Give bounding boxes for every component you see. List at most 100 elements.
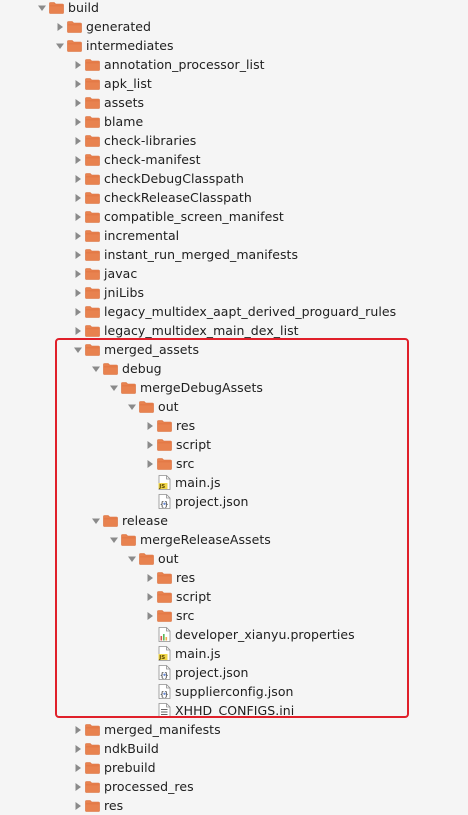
collapsed-arrow-icon[interactable]: [71, 112, 85, 131]
tree-folder-res[interactable]: res: [0, 416, 468, 435]
tree-folder-script[interactable]: script: [0, 435, 468, 454]
tree-file-supplierconfig-json[interactable]: {} supplierconfig.json: [0, 682, 468, 701]
collapsed-arrow-icon[interactable]: [143, 416, 157, 435]
collapsed-arrow-icon[interactable]: [143, 435, 157, 454]
tree-item-label: project.json: [175, 665, 249, 680]
tree-folder-check-libraries[interactable]: check-libraries: [0, 131, 468, 150]
collapsed-arrow-icon[interactable]: [143, 587, 157, 606]
tree-file-project-json[interactable]: {} project.json: [0, 492, 468, 511]
folder-icon: [85, 210, 100, 223]
expanded-arrow-icon[interactable]: [125, 549, 139, 568]
collapsed-arrow-icon[interactable]: [143, 606, 157, 625]
tree-folder-src[interactable]: src: [0, 606, 468, 625]
tree-folder-release[interactable]: release: [0, 511, 468, 530]
tree-item-label: ndkBuild: [104, 741, 159, 756]
tree-folder-apk-list[interactable]: apk_list: [0, 74, 468, 93]
collapsed-arrow-icon[interactable]: [71, 188, 85, 207]
tree-item-label: instant_run_merged_manifests: [104, 247, 299, 262]
tree-item-label: debug: [122, 361, 162, 376]
collapsed-arrow-icon[interactable]: [71, 93, 85, 112]
folder-icon: [85, 77, 100, 90]
expanded-arrow-icon[interactable]: [89, 511, 103, 530]
tree-folder-legacy-multidex-main-dex-list[interactable]: legacy_multidex_main_dex_list: [0, 321, 468, 340]
tree-folder-legacy-multidex-aapt-derived-proguard-rules[interactable]: legacy_multidex_aapt_derived_proguard_ru…: [0, 302, 468, 321]
folder-icon: [85, 723, 100, 736]
tree-file-main-js[interactable]: JS main.js: [0, 473, 468, 492]
tree-folder-blame[interactable]: blame: [0, 112, 468, 131]
folder-icon: [103, 514, 118, 527]
folder-icon: [67, 20, 82, 33]
collapsed-arrow-icon[interactable]: [143, 568, 157, 587]
tree-folder-merged-assets[interactable]: merged_assets: [0, 340, 468, 359]
tree-item-label: merged_assets: [104, 342, 200, 357]
collapsed-arrow-icon[interactable]: [71, 226, 85, 245]
collapsed-arrow-icon[interactable]: [71, 321, 85, 340]
tree-item-label: prebuild: [104, 760, 156, 775]
tree-file-main-js[interactable]: JS main.js: [0, 644, 468, 663]
json-file-icon: {}: [158, 494, 171, 509]
tree-item-label: legacy_multidex_aapt_derived_proguard_ru…: [104, 304, 397, 319]
collapsed-arrow-icon[interactable]: [71, 55, 85, 74]
collapsed-arrow-icon[interactable]: [71, 245, 85, 264]
json-file-icon: {}: [158, 684, 171, 699]
tree-folder-compatible-screen-manifest[interactable]: compatible_screen_manifest: [0, 207, 468, 226]
collapsed-arrow-icon[interactable]: [53, 17, 67, 36]
tree-folder-assets[interactable]: assets: [0, 93, 468, 112]
expanded-arrow-icon[interactable]: [35, 0, 49, 17]
collapsed-arrow-icon[interactable]: [71, 74, 85, 93]
tree-folder-checkdebugclasspath[interactable]: checkDebugClasspath: [0, 169, 468, 188]
svg-text:JS: JS: [158, 655, 165, 661]
collapsed-arrow-icon[interactable]: [71, 207, 85, 226]
tree-folder-checkreleaseclasspath[interactable]: checkReleaseClasspath: [0, 188, 468, 207]
collapsed-arrow-icon[interactable]: [71, 758, 85, 777]
tree-folder-out[interactable]: out: [0, 549, 468, 568]
tree-folder-mergedebugassets[interactable]: mergeDebugAssets: [0, 378, 468, 397]
collapsed-arrow-icon[interactable]: [71, 796, 85, 815]
collapsed-arrow-icon[interactable]: [71, 131, 85, 150]
expanded-arrow-icon[interactable]: [71, 340, 85, 359]
collapsed-arrow-icon[interactable]: [71, 720, 85, 739]
tree-folder-processed-res[interactable]: processed_res: [0, 777, 468, 796]
tree-folder-intermediates[interactable]: intermediates: [0, 36, 468, 55]
tree-folder-res[interactable]: res: [0, 796, 468, 815]
tree-folder-incremental[interactable]: incremental: [0, 226, 468, 245]
expanded-arrow-icon[interactable]: [107, 530, 121, 549]
tree-item-label: compatible_screen_manifest: [104, 209, 284, 224]
folder-icon: [121, 533, 136, 546]
tree-folder-javac[interactable]: javac: [0, 264, 468, 283]
tree-item-label: javac: [104, 266, 138, 281]
collapsed-arrow-icon[interactable]: [71, 150, 85, 169]
expanded-arrow-icon[interactable]: [107, 378, 121, 397]
tree-folder-res[interactable]: res: [0, 568, 468, 587]
tree-item-label: incremental: [104, 228, 180, 243]
tree-file-project-json[interactable]: {} project.json: [0, 663, 468, 682]
tree-file-developer-xianyu-properties[interactable]: developer_xianyu.properties: [0, 625, 468, 644]
tree-folder-script[interactable]: script: [0, 587, 468, 606]
collapsed-arrow-icon[interactable]: [71, 283, 85, 302]
tree-folder-check-manifest[interactable]: check-manifest: [0, 150, 468, 169]
collapsed-arrow-icon[interactable]: [71, 264, 85, 283]
tree-folder-jnilibs[interactable]: jniLibs: [0, 283, 468, 302]
expanded-arrow-icon[interactable]: [89, 359, 103, 378]
collapsed-arrow-icon[interactable]: [71, 302, 85, 321]
tree-file-xhhd-configs-ini[interactable]: XHHD_CONFIGS.ini: [0, 701, 468, 720]
collapsed-arrow-icon[interactable]: [71, 777, 85, 796]
collapsed-arrow-icon[interactable]: [71, 169, 85, 188]
expanded-arrow-icon[interactable]: [125, 397, 139, 416]
folder-icon: [85, 267, 100, 280]
folder-icon: [103, 362, 118, 375]
tree-folder-build[interactable]: build: [0, 0, 468, 17]
tree-folder-ndkbuild[interactable]: ndkBuild: [0, 739, 468, 758]
collapsed-arrow-icon[interactable]: [71, 739, 85, 758]
tree-folder-mergereleaseassets[interactable]: mergeReleaseAssets: [0, 530, 468, 549]
collapsed-arrow-icon[interactable]: [143, 454, 157, 473]
expanded-arrow-icon[interactable]: [53, 36, 67, 55]
tree-folder-out[interactable]: out: [0, 397, 468, 416]
tree-folder-src[interactable]: src: [0, 454, 468, 473]
tree-folder-merged-manifests[interactable]: merged_manifests: [0, 720, 468, 739]
tree-folder-annotation-processor-list[interactable]: annotation_processor_list: [0, 55, 468, 74]
tree-folder-prebuild[interactable]: prebuild: [0, 758, 468, 777]
tree-folder-instant-run-merged-manifests[interactable]: instant_run_merged_manifests: [0, 245, 468, 264]
tree-folder-generated[interactable]: generated: [0, 17, 468, 36]
tree-folder-debug[interactable]: debug: [0, 359, 468, 378]
